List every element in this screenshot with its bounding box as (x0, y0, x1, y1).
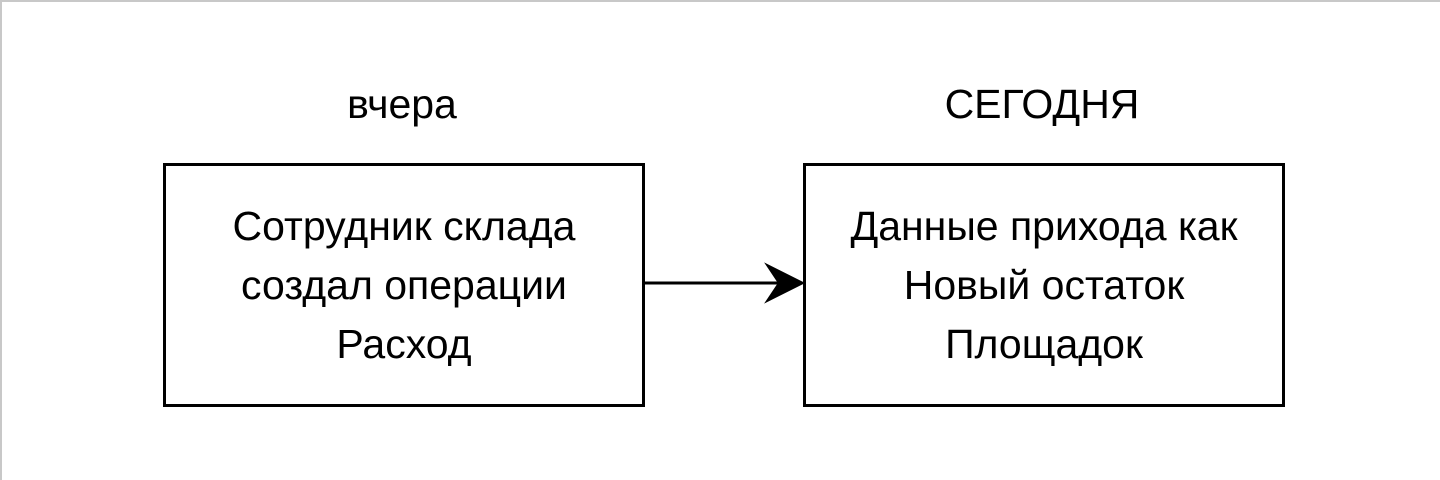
today-heading: СЕГОДНЯ (944, 81, 1140, 127)
yesterday-box-line: Расход (336, 320, 472, 367)
today-box: Данные прихода как Новый остаток Площадо… (803, 163, 1285, 407)
yesterday-heading: вчера (347, 81, 457, 127)
yesterday-box-line: создал операции (241, 261, 567, 308)
yesterday-box: Сотрудник склада создал операции Расход (163, 163, 645, 407)
yesterday-box-line: Сотрудник склада (232, 202, 576, 249)
today-box-line: Площадок (945, 320, 1143, 367)
arrow-head-icon (764, 262, 806, 304)
today-box-line: Данные прихода как (850, 202, 1238, 249)
today-box-line: Новый остаток (903, 261, 1185, 308)
